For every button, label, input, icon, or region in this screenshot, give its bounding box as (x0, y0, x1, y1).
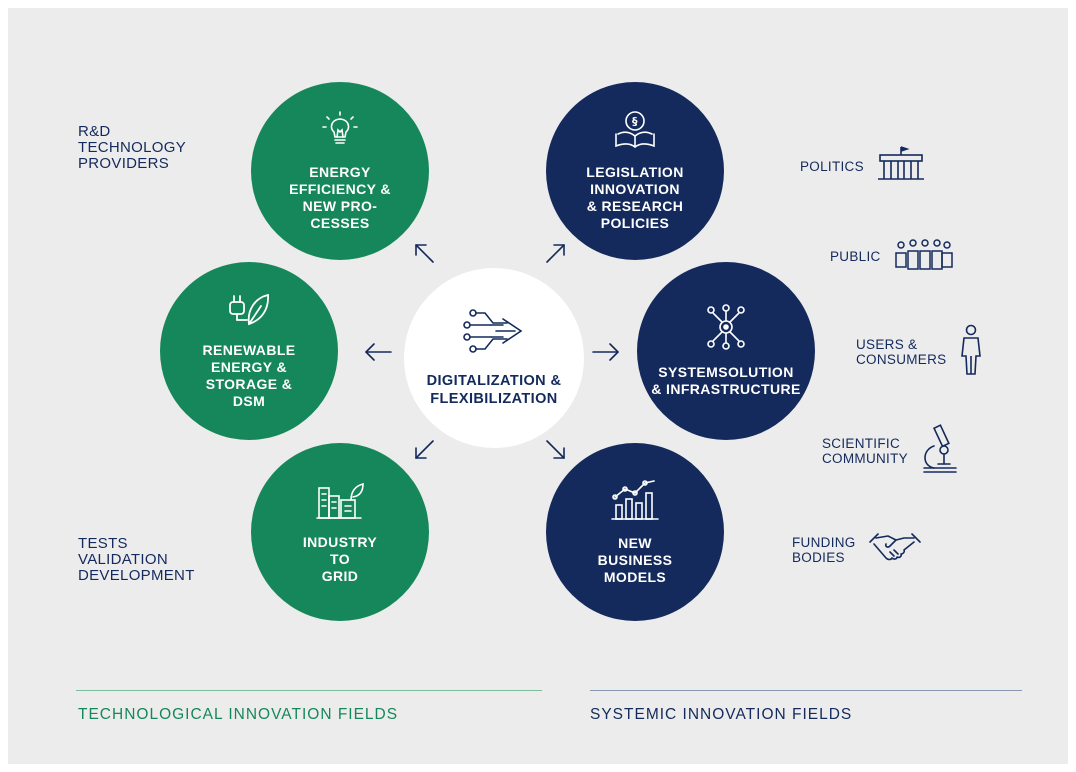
arrow-right (592, 343, 619, 361)
stakeholder-politics: POLITICS (800, 145, 926, 188)
users-consumers-label: USERS & CONSUMERS (856, 336, 947, 367)
industry-to-grid-circle: INDUSTRY TO GRID (251, 443, 429, 621)
digitalization-label: DIGITALIZATION & FLEXIBILIZATION (426, 373, 562, 407)
stakeholder-users: USERS & CONSUMERS (856, 324, 984, 379)
industry-to-grid-label: INDUSTRY TO GRID (302, 533, 378, 584)
stakeholder-public: PUBLIC (830, 237, 953, 276)
funding-bodies-label: FUNDING BODIES (792, 534, 856, 565)
public-label: PUBLIC (830, 249, 881, 264)
bar-chart-icon (610, 479, 660, 525)
person-icon (958, 324, 984, 379)
systemsolution-circle: SYSTEMSOLUTION & INFRASTRUCTURE (637, 262, 815, 440)
technological-rule (76, 690, 542, 691)
factory-icon (315, 480, 365, 524)
circuit-arrow-icon (463, 308, 525, 358)
arrow-up-right (546, 244, 565, 263)
systemic-innovation-fields-label: SYSTEMIC INNOVATION FIELDS (590, 706, 853, 723)
renewable-energy-circle: RENEWABLE ENERGY & STORAGE & DSM (160, 262, 338, 440)
arrow-left (365, 343, 392, 361)
systemic-rule (590, 690, 1022, 691)
svg-text:§: § (632, 115, 638, 128)
digitalization-circle: DIGITALIZATION & FLEXIBILIZATION (404, 268, 584, 448)
new-business-models-circle: NEW BUSINESS MODELS (546, 443, 724, 621)
rd-technology-providers-label: R&D TECHNOLOGY PROVIDERS (78, 123, 187, 172)
arrow-up-left (415, 244, 434, 263)
stakeholder-funding: FUNDING BODIES (792, 528, 922, 571)
technological-innovation-fields-label: TECHNOLOGICAL INNOVATION FIELDS (78, 706, 399, 723)
lightbulb-icon (320, 110, 360, 154)
legislation-circle: § LEGISLATION INNOVATION & RESEARCH POLI… (546, 82, 724, 260)
legislation-label: LEGISLATION INNOVATION & RESEARCH POLICI… (586, 164, 684, 231)
government-building-icon (876, 145, 926, 188)
law-book-icon: § (612, 110, 658, 154)
microscope-icon (920, 424, 960, 477)
arrow-down-right (546, 440, 565, 459)
scientific-community-label: SCIENTIFIC COMMUNITY (822, 435, 908, 466)
systemsolution-label: SYSTEMSOLUTION & INFRASTRUCTURE (651, 364, 801, 397)
energy-efficiency-circle: ENERGY EFFICIENCY & NEW PRO- CESSES (251, 82, 429, 260)
network-icon (703, 304, 749, 354)
plug-leaf-icon (227, 292, 271, 332)
new-business-models-label: NEW BUSINESS MODELS (597, 534, 673, 585)
renewable-energy-label: RENEWABLE ENERGY & STORAGE & DSM (202, 342, 296, 409)
politics-label: POLITICS (800, 159, 864, 174)
handshake-icon (868, 528, 922, 571)
tests-validation-development-label: TESTS VALIDATION DEVELOPMENT (78, 535, 195, 584)
energy-efficiency-label: ENERGY EFFICIENCY & NEW PRO- CESSES (289, 164, 391, 231)
arrow-down-left (415, 440, 434, 459)
stakeholder-scientific: SCIENTIFIC COMMUNITY (822, 424, 960, 477)
crowd-icon (893, 237, 953, 276)
